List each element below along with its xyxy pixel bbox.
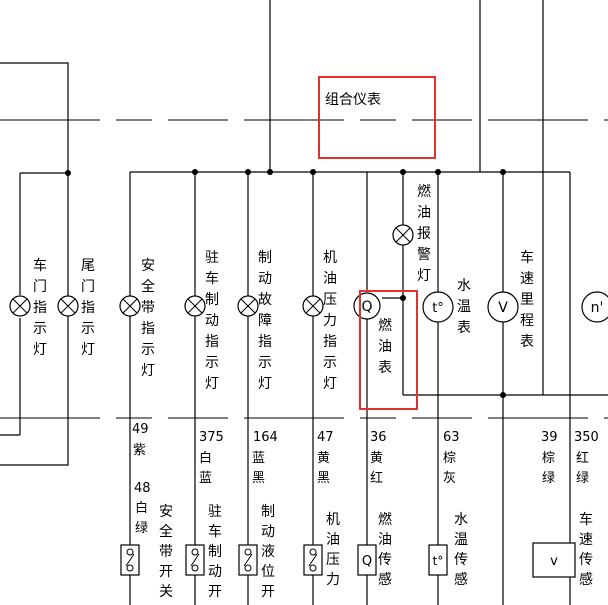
highlight-boxes xyxy=(318,76,436,410)
left-wires xyxy=(0,62,69,466)
indicator-label: 尾门指示灯 xyxy=(81,258,95,358)
sensor-label: 燃油传感 xyxy=(378,511,392,588)
gauge-label: 燃油表 xyxy=(378,317,392,376)
sensor-label: 制动液位开 xyxy=(261,504,275,600)
wire-color: 黄黑 xyxy=(317,451,330,486)
sensor-label: 车速传感 xyxy=(579,511,593,588)
wire-number: 164 xyxy=(253,430,278,445)
brake-level-switch-icon xyxy=(238,544,258,576)
panel-boundary-lines xyxy=(0,119,608,419)
lamp-icon xyxy=(184,295,206,317)
temp-sender-icon: t° xyxy=(428,544,448,576)
wire-number: 63 xyxy=(443,430,460,445)
svg-text:n': n' xyxy=(591,300,604,316)
indicator-label: 驻车制动指示灯 xyxy=(205,250,219,392)
sensor-label: 驻车制动开 xyxy=(208,504,222,600)
lamp-icon xyxy=(237,295,259,317)
svg-text:Q: Q xyxy=(362,554,372,569)
fuel-sender-icon: Q xyxy=(357,544,377,576)
svg-text:v: v xyxy=(550,554,558,569)
panel-label: 组合仪表 xyxy=(325,92,381,108)
wire-number: 375 xyxy=(199,430,224,445)
wire-number: 47 xyxy=(317,430,334,445)
wire-number: 48 xyxy=(134,481,151,496)
wire-color: 棕灰 xyxy=(443,451,456,486)
lamp-icon xyxy=(57,295,79,317)
fuel-gauge-highlight xyxy=(359,290,418,410)
indicator-label: 机油压力指示灯 xyxy=(323,250,337,392)
wire-color: 红绿 xyxy=(576,450,589,486)
sensor-label: 机油压力 xyxy=(326,512,340,588)
panel-highlight xyxy=(318,76,436,159)
wire-color: 棕绿 xyxy=(542,451,555,486)
wire-color: 黄红 xyxy=(370,451,383,486)
indicator-label: 制动故障指示灯 xyxy=(258,250,272,392)
lamp-icon xyxy=(119,295,141,317)
wire-number: 36 xyxy=(370,430,387,445)
svg-text:t°: t° xyxy=(433,554,444,568)
lamp-icon xyxy=(302,295,324,317)
wire-color: 蓝黑 xyxy=(252,451,265,486)
indicator-label: 车门指示灯 xyxy=(33,257,47,358)
fuel-gauge-icon: Q xyxy=(353,292,381,320)
indicator-label: 安全带指示灯 xyxy=(141,258,155,379)
wire-number: 39 xyxy=(541,430,558,445)
sensors: Q t° v xyxy=(120,542,576,578)
belt-switch-icon xyxy=(120,544,140,576)
svg-text:V: V xyxy=(498,300,508,316)
tacho-gauge-icon: n' xyxy=(581,291,608,323)
wire-labels: 49 紫 48 白绿 375 白蓝 164 蓝黑 47 黄黑 36 黄红 63 … xyxy=(132,422,599,536)
svg-text:Q: Q xyxy=(361,299,372,315)
gauge-label: 车速里程表 xyxy=(520,249,534,350)
sensor-label: 水温传感 xyxy=(454,512,468,588)
indicator-lamps xyxy=(9,224,414,317)
svg-text:t°: t° xyxy=(432,301,444,316)
lamp-icon xyxy=(392,224,414,246)
wire-number: 350 xyxy=(574,430,599,445)
temp-gauge-icon: t° xyxy=(422,291,454,323)
vertical-labels: 车门指示灯 尾门指示灯 安全带指示灯 驻车制动指示灯 制动故障指示灯 机油压力指示灯 燃油报… xyxy=(33,183,593,600)
wire-color: 白蓝 xyxy=(199,450,212,486)
wire-number: 49 xyxy=(132,422,149,437)
wire-color: 白绿 xyxy=(135,500,148,536)
indicator-branches xyxy=(194,172,608,605)
power-bus xyxy=(65,0,570,605)
speed-sender-icon: v xyxy=(532,542,576,578)
sensor-label: 安全带开关 xyxy=(159,504,173,600)
lamp-icon xyxy=(9,295,31,317)
gauge-label: 水温表 xyxy=(457,278,471,336)
wire-color: 紫 xyxy=(133,443,146,458)
fuel-warning-label: 燃油报警灯 xyxy=(417,183,431,284)
speed-gauge-icon: V xyxy=(487,291,519,323)
oil-pressure-switch-icon xyxy=(303,544,323,576)
parking-switch-icon xyxy=(185,544,205,576)
